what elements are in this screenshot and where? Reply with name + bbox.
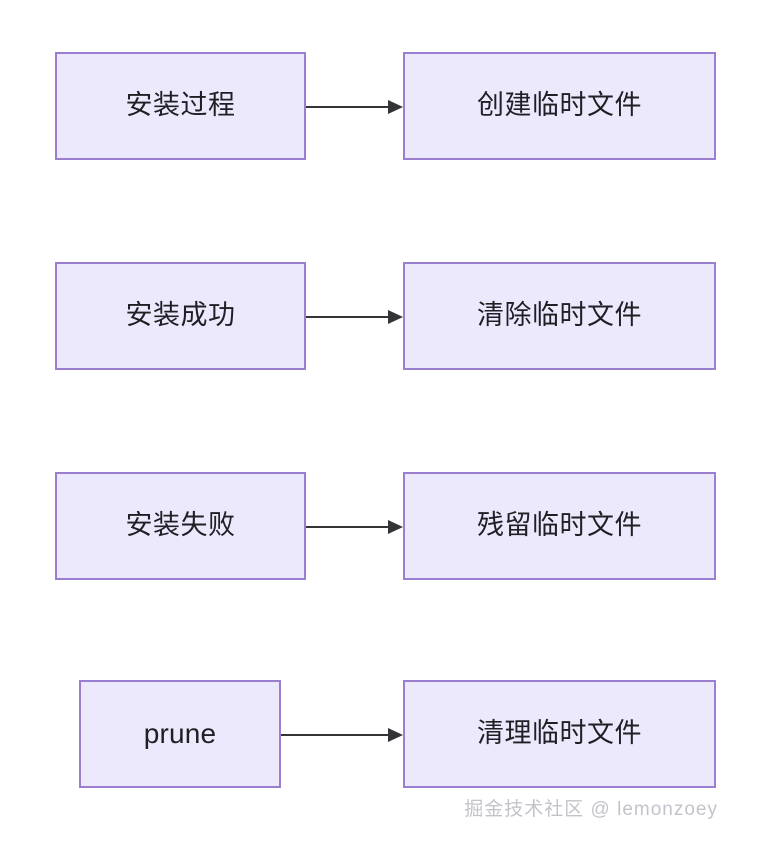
node-label: 安装失败 [125, 510, 236, 541]
arrow-head [388, 520, 403, 534]
node-cleanup-temp-file[interactable]: 清理临时文件 [403, 680, 716, 788]
node-label: 残留临时文件 [477, 510, 642, 541]
arrow-line [306, 526, 389, 528]
node-label: 清除临时文件 [477, 300, 642, 331]
node-label: 安装成功 [125, 300, 236, 331]
arrow-line [281, 734, 389, 736]
node-install-process[interactable]: 安装过程 [55, 52, 306, 160]
arrow-head [388, 100, 403, 114]
node-prune[interactable]: prune [79, 680, 281, 788]
node-label: 创建临时文件 [477, 90, 642, 121]
arrow-right-icon [306, 518, 403, 536]
flow-row: 安装失败 残留临时文件 [0, 472, 772, 584]
node-label: 清理临时文件 [477, 718, 642, 749]
node-residual-temp-file[interactable]: 残留临时文件 [403, 472, 716, 580]
arrow-line [306, 106, 389, 108]
arrow-right-icon [281, 726, 403, 744]
arrow-right-icon [306, 98, 403, 116]
flow-row: prune 清理临时文件 [0, 680, 772, 792]
flow-row: 安装过程 创建临时文件 [0, 52, 772, 164]
node-label: 安装过程 [125, 90, 236, 121]
watermark: 掘金技术社区 @ lemonzoey [464, 799, 718, 820]
arrow-right-icon [306, 308, 403, 326]
flow-row: 安装成功 清除临时文件 [0, 262, 772, 374]
arrow-head [388, 310, 403, 324]
node-create-temp-file[interactable]: 创建临时文件 [403, 52, 716, 160]
node-install-failure[interactable]: 安装失败 [55, 472, 306, 580]
node-clear-temp-file[interactable]: 清除临时文件 [403, 262, 716, 370]
arrow-head [388, 728, 403, 742]
node-label: prune [143, 717, 217, 749]
arrow-line [306, 316, 389, 318]
node-install-success[interactable]: 安装成功 [55, 262, 306, 370]
